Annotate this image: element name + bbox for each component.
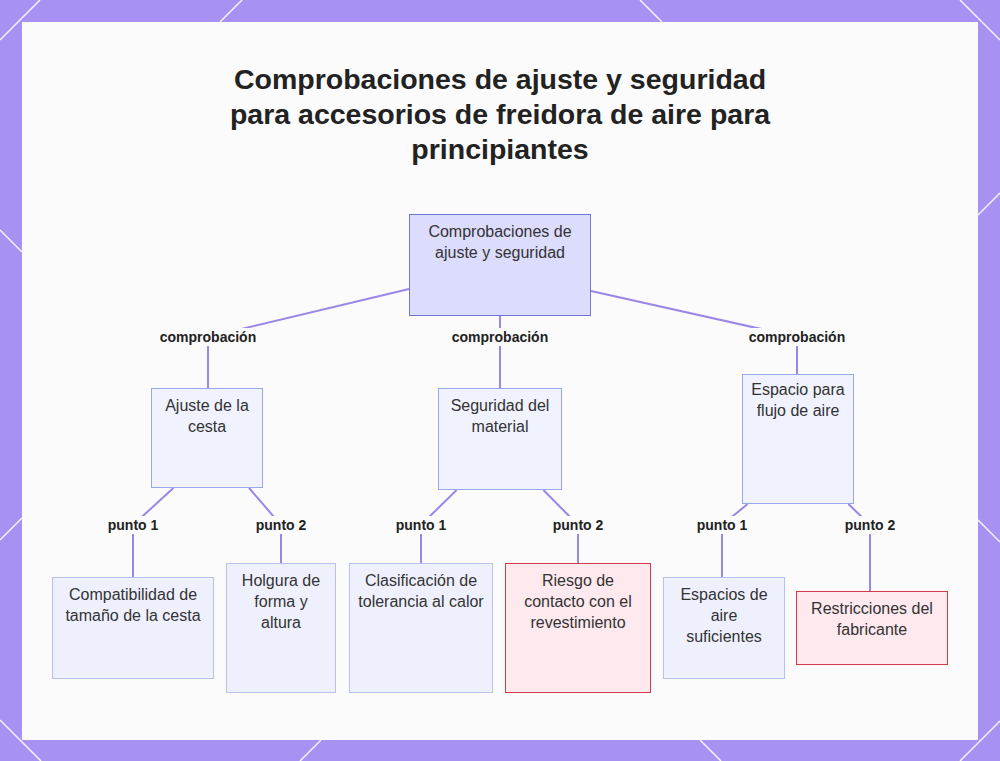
node-text: Compatibilidad de tamaño de la cesta bbox=[61, 584, 205, 626]
edge-label: punto 1 bbox=[393, 516, 450, 534]
node-text: Seguridad del material bbox=[447, 395, 553, 437]
check-box: Holgura de forma y altura bbox=[226, 563, 336, 693]
node-text: Holgura de forma y altura bbox=[235, 570, 327, 633]
edge-label: comprobación bbox=[449, 328, 551, 346]
node-text: Restricciones del fabricante bbox=[805, 598, 939, 640]
check-box: Compatibilidad de tamaño de la cesta bbox=[52, 577, 214, 679]
check-box: Espacios de aire suficientes bbox=[663, 577, 785, 679]
node-text: Espacio para flujo de aire bbox=[751, 379, 845, 421]
edge-label: punto 2 bbox=[842, 516, 899, 534]
check-box: Espacio para flujo de aire bbox=[742, 374, 854, 504]
edge-label: punto 1 bbox=[105, 516, 162, 534]
check-box: Ajuste de la cesta bbox=[151, 388, 263, 488]
node-text: Clasificación de tolerancia al calor bbox=[358, 570, 484, 612]
edge-label: punto 2 bbox=[253, 516, 310, 534]
check-box: Riesgo de contacto con el revestimiento bbox=[505, 563, 651, 693]
connector bbox=[722, 504, 748, 577]
node-text: Riesgo de contacto con el revestimiento bbox=[514, 570, 642, 633]
root-box: Comprobaciones de ajuste y seguridad bbox=[409, 214, 591, 316]
node-text: Espacios de aire suficientes bbox=[672, 584, 776, 647]
node-text: Comprobaciones de ajuste y seguridad bbox=[418, 221, 582, 263]
edge-label: punto 2 bbox=[550, 516, 607, 534]
connector bbox=[500, 316, 501, 388]
node-text: Ajuste de la cesta bbox=[160, 395, 254, 437]
check-box: Seguridad del material bbox=[438, 388, 562, 490]
check-box: Restricciones del fabricante bbox=[796, 591, 948, 665]
edge-label: comprobación bbox=[157, 328, 259, 346]
edge-label: punto 1 bbox=[694, 516, 751, 534]
edge-label: comprobación bbox=[746, 328, 848, 346]
check-box: Clasificación de tolerancia al calor bbox=[349, 563, 493, 693]
diagram-title: Comprobaciones de ajuste y seguridad par… bbox=[200, 62, 800, 167]
